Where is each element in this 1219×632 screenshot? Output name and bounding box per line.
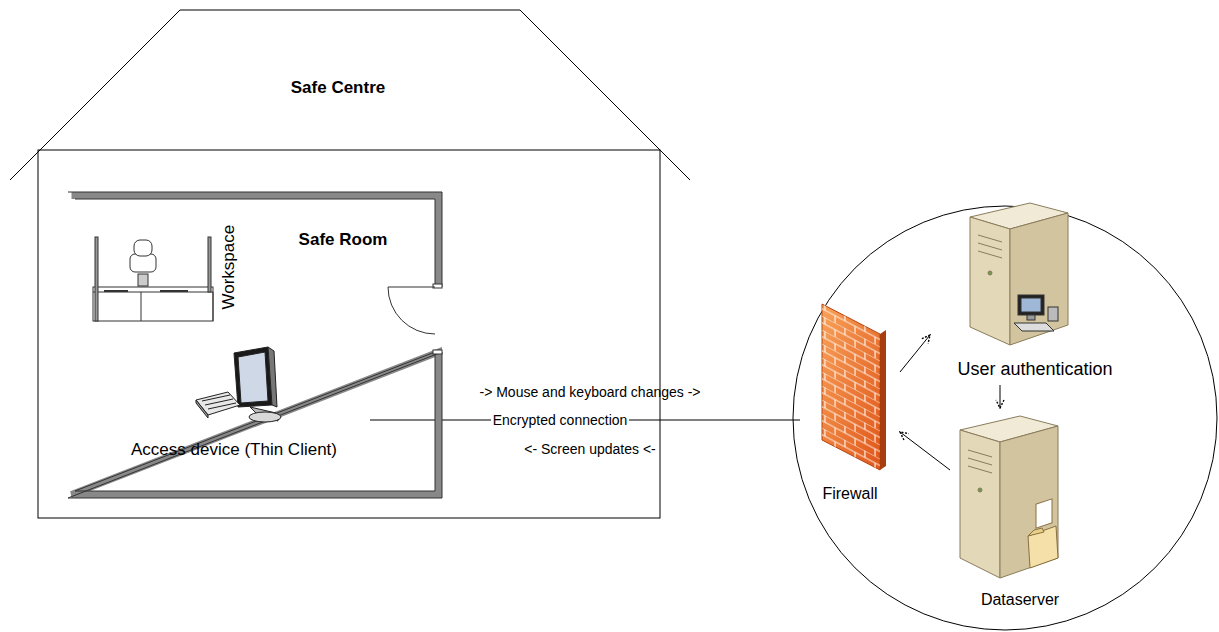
server-label: Dataserver xyxy=(981,590,1059,609)
device-label: Access device (Thin Client) xyxy=(131,440,337,460)
connector xyxy=(900,335,930,372)
workspace-desk xyxy=(93,237,213,321)
folder-icon xyxy=(1028,499,1058,568)
workstation-icon xyxy=(1014,295,1058,331)
workspace-label: Workspace xyxy=(219,225,239,310)
firewall: Firewall xyxy=(800,290,900,510)
server-icon xyxy=(930,195,1140,385)
safe-room: Safe Room Access device (Thin Client) xyxy=(68,192,442,498)
network-outline xyxy=(793,206,1217,630)
server-label: User authentication xyxy=(957,359,1112,381)
firewall-icon xyxy=(800,290,900,510)
access-device: Access device (Thin Client) xyxy=(100,345,370,475)
signal-label: -> Mouse and keyboard changes -> xyxy=(479,384,700,401)
user-authentication: User authentication xyxy=(930,195,1140,385)
signal-label: <- Screen updates <- xyxy=(524,441,656,458)
building-title: Safe Centre xyxy=(291,78,385,98)
connector xyxy=(900,432,950,470)
firewall-label: Firewall xyxy=(822,484,877,503)
room-title: Safe Room xyxy=(299,230,388,250)
dataserver: Dataserver xyxy=(950,408,1090,613)
server-icon xyxy=(950,408,1090,613)
connection-label: Encrypted connection xyxy=(491,412,630,429)
connector xyxy=(1000,385,1001,408)
